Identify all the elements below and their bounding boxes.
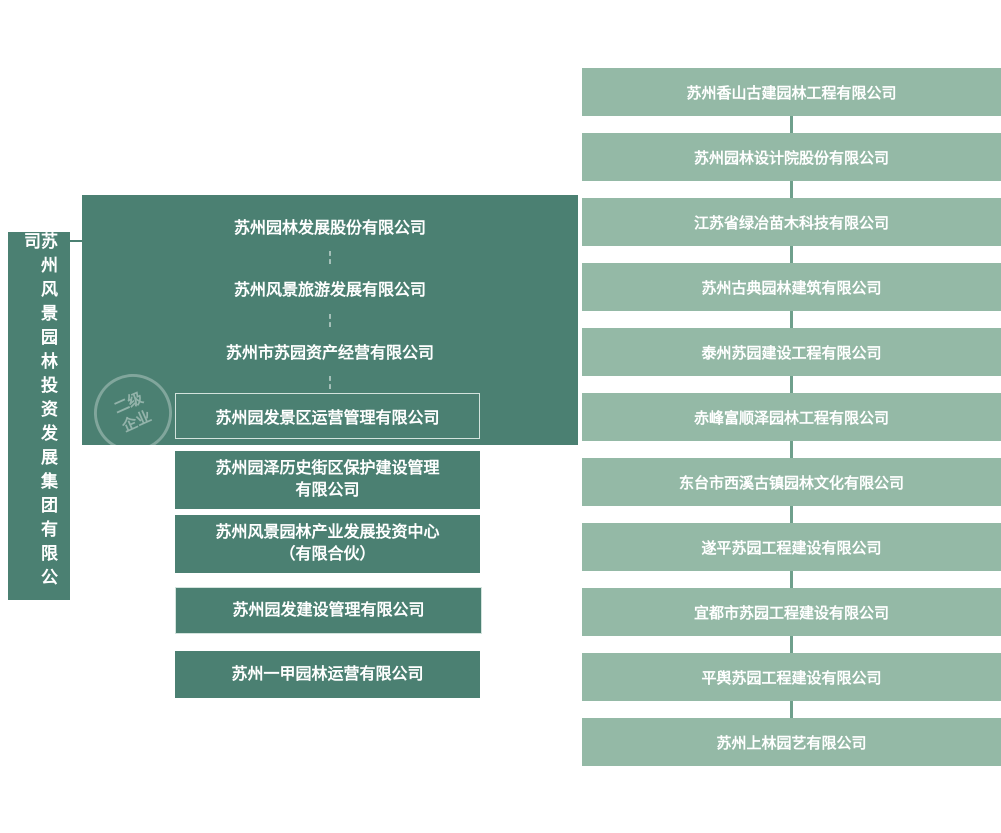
connector-gap [582, 181, 1001, 198]
connector-gap [582, 246, 1001, 263]
connector-line [790, 311, 793, 328]
connector-gap [582, 701, 1001, 718]
subsidiary-box: 苏州风景旅游发展有限公司 [233, 282, 426, 299]
parent-company-box: 苏州风景园林投资发展集团有限公司 [8, 232, 70, 600]
subsidiaries-panel: 苏州园林发展股份有限公司 苏州风景旅游发展有限公司 苏州市苏园资产经营有限公司 … [82, 195, 578, 445]
dashed-connector [329, 376, 331, 389]
connector-line [790, 246, 793, 263]
second-tier-column: 苏州香山古建园林工程有限公司 苏州园林设计院股份有限公司 江苏省绿冶苗木科技有限… [582, 68, 1001, 766]
connector-line [790, 181, 793, 198]
dashed-connector [329, 251, 331, 264]
company-box: 苏州园林设计院股份有限公司 [582, 133, 1001, 181]
connector-gap [582, 441, 1001, 458]
company-box: 苏州香山古建园林工程有限公司 [582, 68, 1001, 116]
subsidiary-box: 苏州园发建设管理有限公司 [175, 587, 482, 634]
connector-line [790, 116, 793, 133]
connector-gap [582, 571, 1001, 588]
connector-gap [582, 376, 1001, 393]
connector-gap [582, 311, 1001, 328]
connector-line [790, 636, 793, 653]
connector-line [790, 571, 793, 588]
parent-connector-line [70, 240, 82, 242]
company-box: 苏州古典园林建筑有限公司 [582, 263, 1001, 311]
subsidiary-box: 苏州园发景区运营管理有限公司 [175, 393, 480, 439]
subsidiary-box: 苏州风景园林产业发展投资中心 （有限合伙） [175, 515, 480, 573]
subsidiary-box: 苏州园林发展股份有限公司 [233, 220, 426, 237]
company-box: 苏州上林园艺有限公司 [582, 718, 1001, 766]
company-box: 平舆苏园工程建设有限公司 [582, 653, 1001, 701]
connector-gap [582, 506, 1001, 523]
dashed-connector [329, 314, 331, 327]
connector-line [790, 506, 793, 523]
subsidiary-box: 苏州一甲园林运营有限公司 [175, 651, 480, 698]
connector-line [790, 441, 793, 458]
company-box: 赤峰富顺泽园林工程有限公司 [582, 393, 1001, 441]
parent-company-name: 苏州风景园林投资发展集团有限公司 [21, 232, 57, 592]
company-box: 泰州苏园建设工程有限公司 [582, 328, 1001, 376]
connector-line [790, 376, 793, 393]
connector-gap [582, 116, 1001, 133]
company-box: 东台市西溪古镇园林文化有限公司 [582, 458, 1001, 506]
connector-line [790, 701, 793, 718]
company-box: 遂平苏园工程建设有限公司 [582, 523, 1001, 571]
subsidiary-box: 苏州园泽历史街区保护建设管理 有限公司 [175, 451, 480, 509]
subsidiary-box: 苏州市苏园资产经营有限公司 [225, 345, 434, 362]
connector-gap [582, 636, 1001, 653]
company-box: 宜都市苏园工程建设有限公司 [582, 588, 1001, 636]
company-box: 江苏省绿冶苗木科技有限公司 [582, 198, 1001, 246]
